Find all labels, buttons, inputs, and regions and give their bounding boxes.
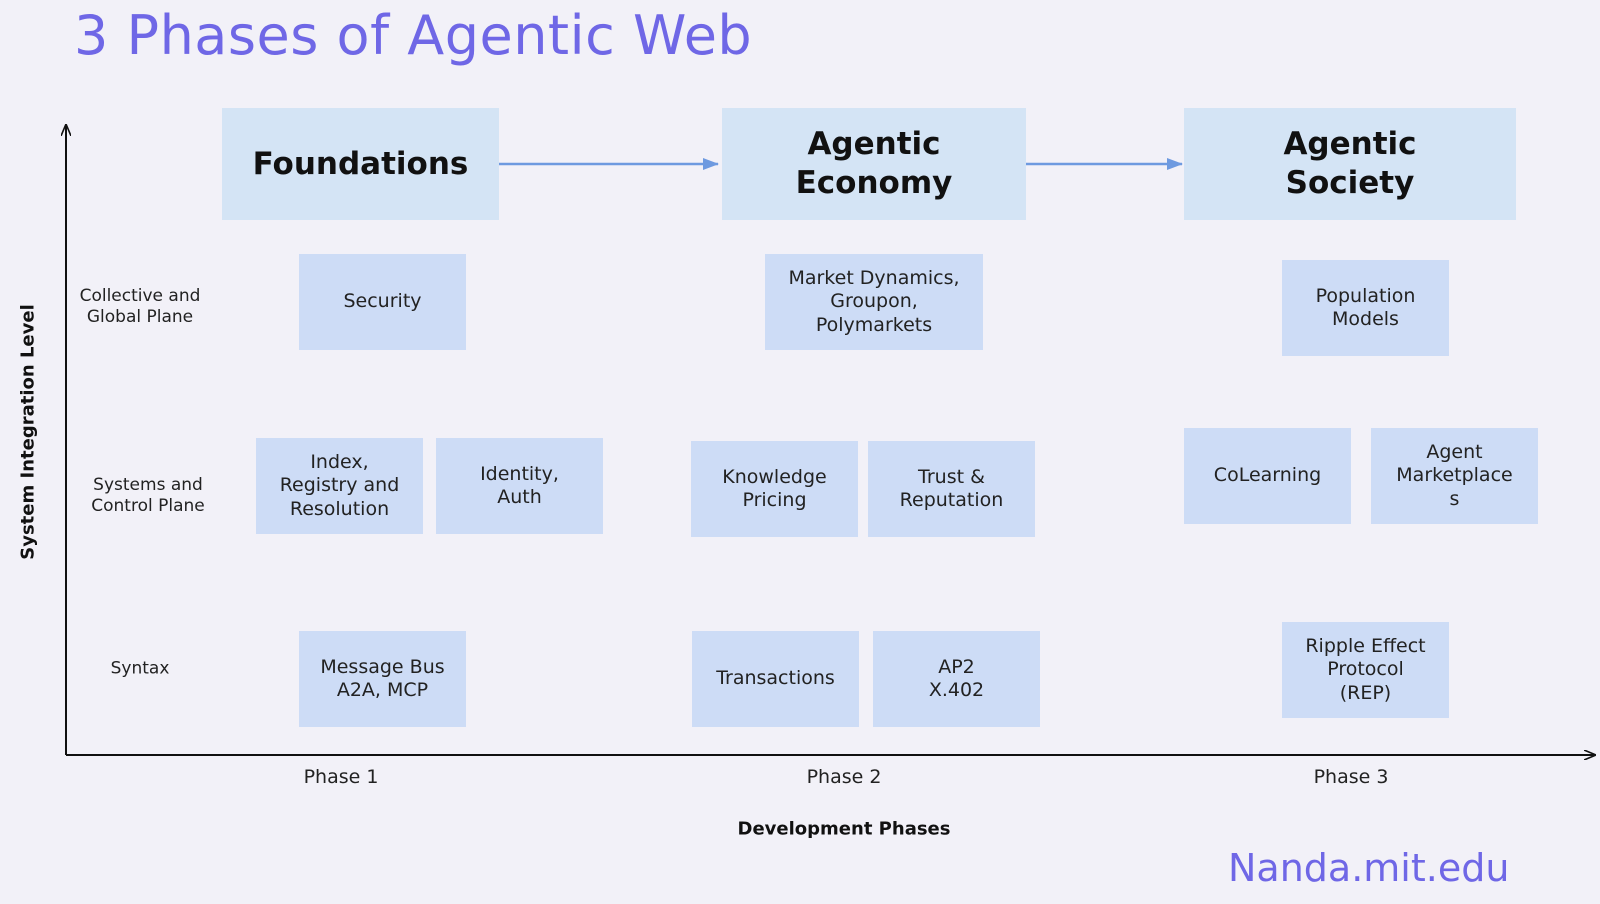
phase-label-3: Phase 3 [1313, 766, 1389, 788]
cell-index-registry: Index, Registry and Resolution [256, 438, 423, 534]
y-axis-label: System Integration Level [17, 304, 39, 560]
row-label-systems: Systems and Control Plane [91, 474, 205, 516]
cell-ripple-effect-protocol: Ripple Effect Protocol (REP) [1282, 622, 1449, 718]
cell-colearning: CoLearning [1184, 428, 1351, 524]
phase-header-agentic-society: Agentic Society [1184, 108, 1516, 220]
phase-label-2: Phase 2 [806, 766, 882, 788]
cell-transactions: Transactions [692, 631, 859, 727]
phase-header-agentic-economy: Agentic Economy [722, 108, 1026, 220]
diagram-title: 3 Phases of Agentic Web [74, 4, 753, 67]
phase-header-foundations: Foundations [222, 108, 499, 220]
phase-label-1: Phase 1 [303, 766, 379, 788]
cell-ap2-x402: AP2 X.402 [873, 631, 1040, 727]
footer-url: Nanda.mit.edu [1228, 846, 1510, 890]
cell-trust-reputation: Trust & Reputation [868, 441, 1035, 537]
cell-knowledge-pricing: Knowledge Pricing [691, 441, 858, 537]
row-label-collective: Collective and Global Plane [79, 285, 201, 327]
cell-market-dynamics: Market Dynamics, Groupon, Polymarkets [765, 254, 983, 350]
x-axis-label: Development Phases [737, 818, 951, 840]
cell-identity-auth: Identity, Auth [436, 438, 603, 534]
cell-security: Security [299, 254, 466, 350]
cell-message-bus: Message Bus A2A, MCP [299, 631, 466, 727]
cell-population-models: Population Models [1282, 260, 1449, 356]
row-label-syntax: Syntax [110, 658, 170, 679]
cell-agent-marketplaces: Agent Marketplace s [1371, 428, 1538, 524]
